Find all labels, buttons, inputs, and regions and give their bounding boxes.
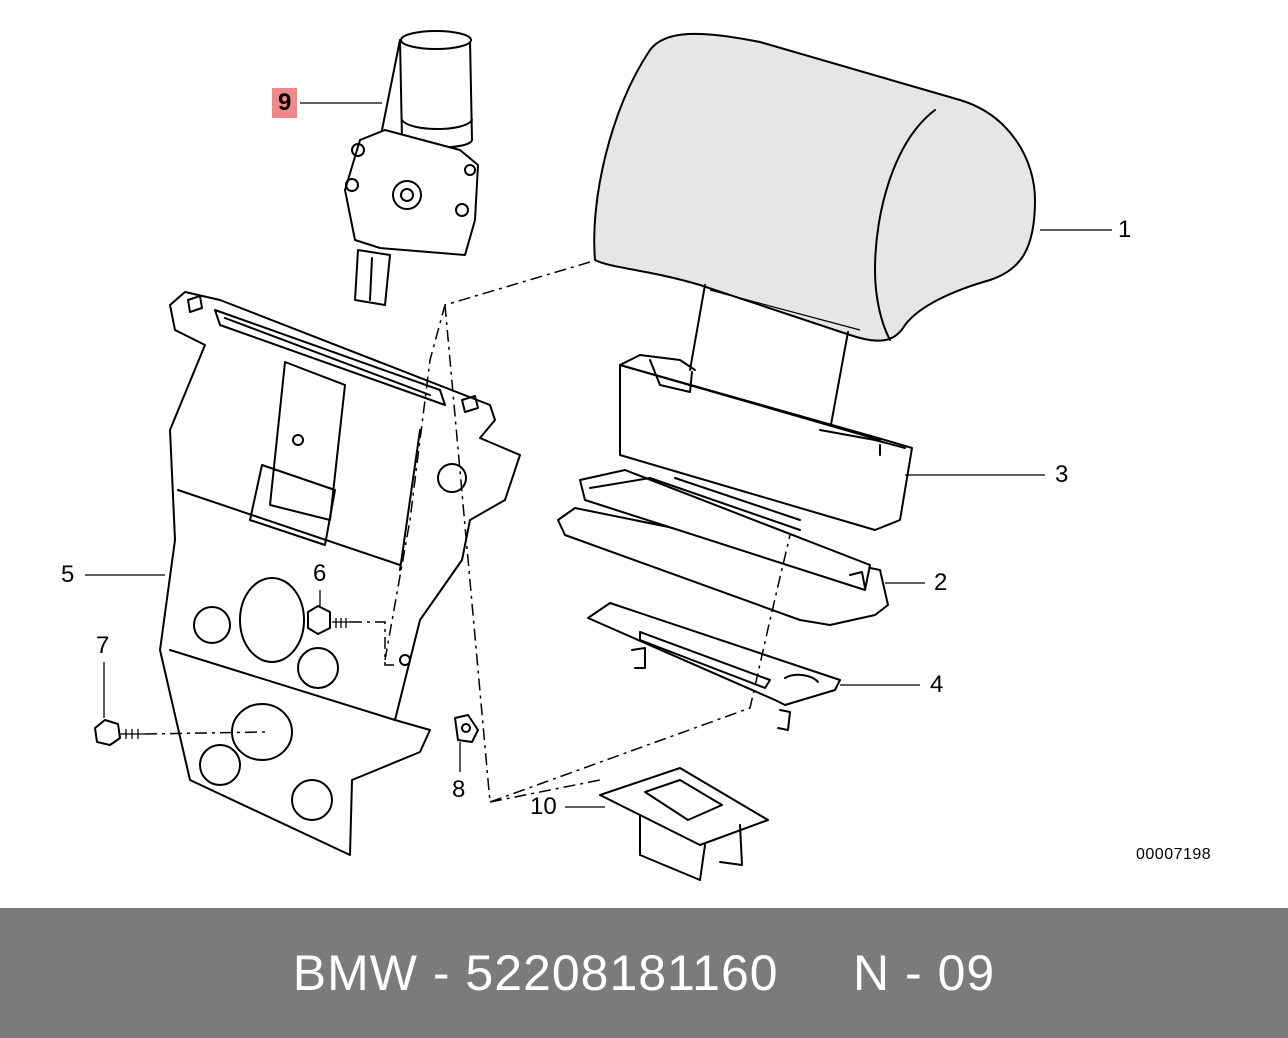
callout-9-highlighted: 9 bbox=[272, 88, 298, 118]
callout-4: 4 bbox=[930, 671, 944, 698]
clip-bracket bbox=[599, 767, 769, 881]
headrest-cushion bbox=[593, 32, 1036, 431]
exploded-parts-diagram bbox=[85, 30, 1112, 881]
bolt-part-7 bbox=[94, 719, 266, 746]
callout-3: 3 bbox=[1055, 461, 1069, 488]
nut-part-6 bbox=[307, 605, 398, 666]
assembly-line-left bbox=[384, 261, 591, 661]
assembly-line-vertical bbox=[444, 304, 491, 803]
carrier-panel bbox=[159, 291, 521, 856]
guide-housing-upper bbox=[619, 354, 913, 531]
callout-8: 8 bbox=[452, 776, 466, 803]
assembly-line-bottom bbox=[489, 534, 791, 803]
diagram-reference-code: 00007198 bbox=[1136, 846, 1212, 863]
trim-frame bbox=[557, 469, 889, 626]
callout-10: 10 bbox=[530, 793, 557, 820]
callout-7: 7 bbox=[96, 632, 110, 659]
callout-2: 2 bbox=[934, 569, 948, 596]
callout-6: 6 bbox=[313, 560, 327, 587]
footer-bar: BMW - 52208181160 N - 09 bbox=[0, 908, 1288, 1038]
mounting-plate bbox=[587, 602, 841, 731]
callout-1: 1 bbox=[1118, 216, 1132, 243]
part-number-caption: BMW - 52208181160 N - 09 bbox=[292, 945, 996, 1001]
callout-5: 5 bbox=[61, 561, 75, 588]
clip-nut-part-8 bbox=[454, 714, 479, 743]
headrest-motor bbox=[344, 30, 479, 306]
